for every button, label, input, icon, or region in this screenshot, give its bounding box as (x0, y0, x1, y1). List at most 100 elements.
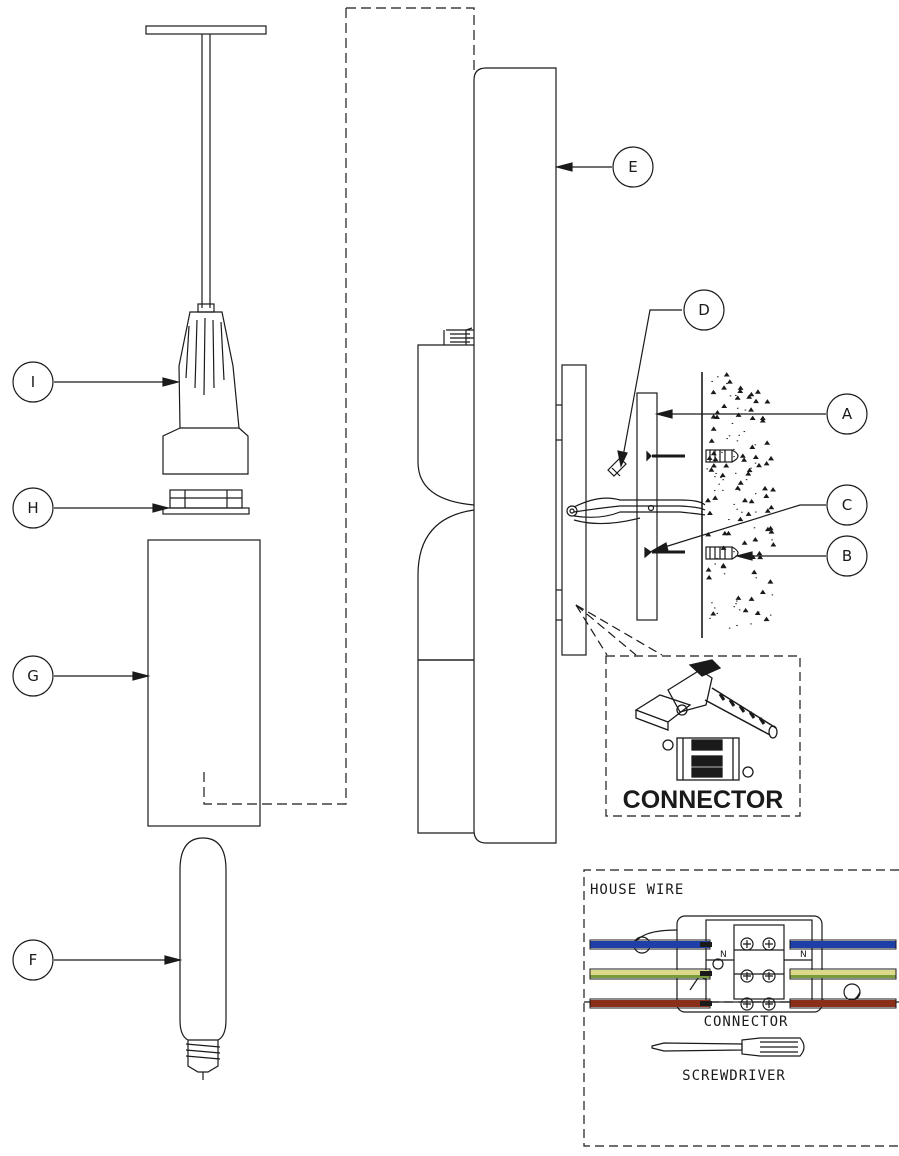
connector-label: CONNECTOR (704, 1014, 789, 1030)
callout-i-letter: I (31, 373, 35, 391)
wall-speck (770, 542, 777, 547)
wall-speck (746, 467, 753, 473)
part-h-ring-nut (162, 489, 250, 515)
wall-speck (710, 426, 717, 431)
wall-speck (748, 391, 755, 397)
wire-bundle (566, 497, 706, 525)
wall-speck (708, 467, 715, 472)
part-f-bulb (179, 837, 227, 1080)
callout-i: I (12, 361, 54, 403)
terminal-screw-icon (740, 937, 754, 951)
wall-speck (721, 530, 728, 536)
wire-yellow-left (590, 970, 710, 975)
wire-brown-right (790, 1000, 896, 1007)
wall-speck (763, 493, 770, 498)
terminal-block: N N (633, 915, 861, 1013)
wall-speck (742, 607, 749, 613)
wall-speck (737, 385, 744, 390)
wall-speck (753, 398, 759, 404)
wall-speck (710, 463, 717, 468)
wall-speck (751, 569, 758, 575)
wall-speck (734, 485, 741, 490)
callout-f: F (12, 939, 54, 981)
wall-speck (705, 567, 712, 572)
wall-speck (754, 610, 761, 616)
wall-speck (721, 403, 728, 408)
connector-inset-title: CONNECTOR (623, 786, 784, 814)
part-d-small-screw (607, 457, 627, 477)
n-mark-right: N (800, 950, 807, 960)
callout-g-letter: G (27, 667, 39, 685)
wall-speck (755, 389, 761, 394)
wall-speck (737, 388, 744, 394)
callout-bubbles: E D A C B I H G (12, 146, 868, 981)
wall-speck (762, 485, 768, 491)
terminal-screw-icon (740, 969, 754, 983)
wall-speck (764, 440, 771, 445)
callout-f-letter: F (29, 951, 38, 969)
callout-b-letter: B (842, 547, 852, 565)
callout-h-letter: H (27, 499, 38, 517)
callout-h: H (12, 487, 54, 529)
wall-speck (752, 537, 759, 542)
part-e-backplate (417, 67, 562, 844)
wall-speck (767, 525, 774, 531)
wall-speck (764, 399, 771, 404)
wall-speck (710, 389, 717, 395)
callout-a: A (826, 393, 868, 435)
wall-speck (763, 616, 770, 622)
dashed-enclosure (203, 7, 475, 805)
wall-speck (756, 550, 763, 556)
wall-speck (712, 495, 719, 500)
n-mark-left: N (720, 950, 727, 960)
wire-blue-left (590, 941, 710, 948)
wall-speck (745, 471, 752, 476)
wall-speck (725, 530, 732, 536)
wall-speck (768, 504, 775, 510)
wall-speck (741, 457, 748, 462)
wall-speck (742, 497, 748, 503)
callout-d: D (683, 289, 725, 331)
wall-speck (768, 455, 774, 461)
wall-speck (737, 516, 744, 522)
wall-speck (710, 611, 717, 616)
screwdriver-icon (651, 1037, 805, 1057)
wall-speck (759, 589, 766, 595)
wall-speck (759, 418, 766, 423)
wall-speck (749, 444, 756, 449)
wall-speck (719, 472, 726, 478)
wall-speck (710, 414, 717, 419)
wall-speck (723, 463, 730, 468)
wall-speck (763, 460, 770, 466)
wall-speck (726, 379, 733, 384)
wall-speck (767, 579, 774, 584)
connector-sketch (634, 659, 778, 781)
part-i-socket-cap (145, 25, 267, 475)
wire-brown-left (590, 1000, 710, 1007)
wall-speck (714, 414, 720, 419)
wall-speck (748, 498, 755, 504)
screwdriver-label: SCREWDRIVER (682, 1068, 786, 1084)
callout-a-letter: A (842, 405, 853, 423)
wall-section (701, 372, 777, 638)
callout-leaders (54, 162, 826, 965)
callout-b: B (826, 535, 868, 577)
wall-speck (706, 574, 713, 580)
terminal-screw-icon (740, 997, 754, 1011)
wall-speck (706, 510, 713, 516)
callout-d-letter: D (698, 301, 710, 319)
wall-speck (741, 540, 748, 545)
wall-speck (745, 511, 752, 516)
part-b-wall-plugs (705, 449, 739, 560)
wall-speck (749, 415, 756, 420)
callout-g: G (12, 655, 54, 697)
wall-speck (739, 453, 746, 458)
terminal-screw-icon (762, 937, 776, 951)
wall-speck (721, 385, 728, 390)
part-g-shade (147, 539, 261, 827)
wall-speck (737, 480, 744, 485)
callout-e-letter: E (628, 158, 637, 176)
house-wire-label: HOUSE WIRE (590, 882, 684, 898)
